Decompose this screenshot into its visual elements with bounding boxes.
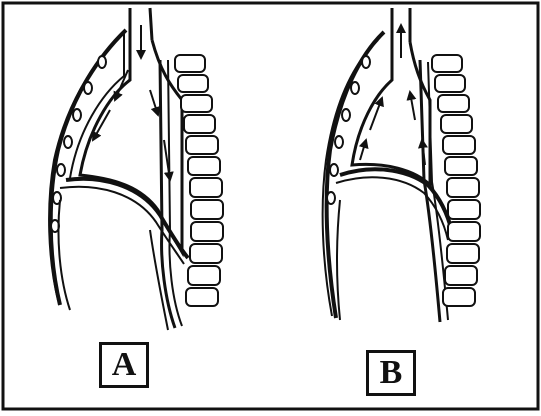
panel-a-thorax — [49, 8, 188, 330]
panel-b-thorax — [323, 8, 452, 322]
panel-b-label: B — [366, 350, 416, 396]
panel-b-spine — [432, 55, 480, 306]
panel-a-label: A — [99, 342, 149, 388]
